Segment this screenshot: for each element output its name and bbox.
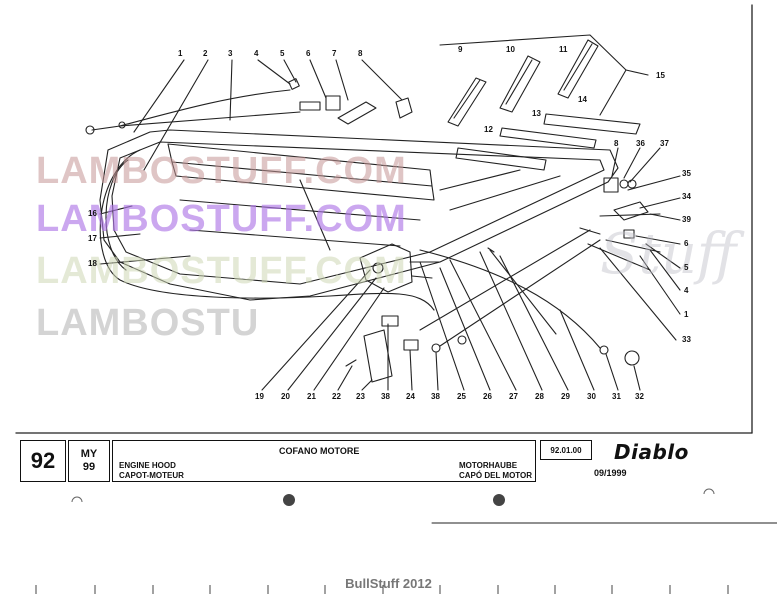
callout-label: 25 [457,392,466,401]
callout-label: 31 [612,392,621,401]
callout-label: 5 [684,263,689,272]
callout-label: 27 [509,392,518,401]
watermark-text: LAMBOSTUFF.COM [36,150,407,192]
callout-label: 1 [684,310,689,319]
callout-label: 29 [561,392,570,401]
title-italian: COFANO MOTORE [279,446,360,456]
callout-label: 11 [559,45,568,54]
callout-label: 17 [88,234,97,243]
page-number: 92 [30,448,56,473]
callout-label: 22 [332,392,341,401]
model-year-label: MY [80,448,98,461]
callout-label: 20 [281,392,290,401]
callout-label: 15 [656,71,665,80]
title-spanish: CAPÓ DEL MOTOR [459,471,533,480]
reference-code: 92.01.00 [550,445,582,455]
issue-date: 09/1999 [594,468,627,478]
callout-label: 6 [306,49,311,58]
callout-label: 37 [660,139,669,148]
callout-label: 33 [682,335,691,344]
callout-label: 18 [88,259,97,268]
callout-label: 16 [88,209,97,218]
watermark-text: LAMBOSTU [36,302,260,344]
callout-label: 13 [532,109,541,118]
title-box: COFANO MOTORE ENGINE HOOD CAPOT-MOTEUR M… [112,440,536,482]
callout-label: 35 [682,169,691,178]
callout-label: 32 [635,392,644,401]
callout-label: 30 [587,392,596,401]
callout-label: 28 [535,392,544,401]
watermark-script: Stuff [600,222,737,287]
watermark-text: LAMBOSTUFF.COM [36,198,407,240]
callout-label: 36 [636,139,645,148]
callout-label: 38 [431,392,440,401]
callout-label: 7 [332,49,337,58]
callout-label: 4 [684,286,689,295]
callout-label: 1 [178,49,183,58]
callout-label: 5 [280,49,285,58]
callout-label: 12 [484,125,493,134]
model-year-value: 99 [82,461,96,473]
callout-label: 3 [228,49,233,58]
callout-label: 8 [614,139,619,148]
callout-label: 24 [406,392,415,401]
model-year-box: MY 99 [68,440,110,482]
callout-label: 6 [684,239,689,248]
callout-label: 2 [203,49,208,58]
callout-label: 9 [458,45,463,54]
title-english: ENGINE HOOD [119,461,176,470]
reference-code-box: 92.01.00 [540,440,592,460]
callout-label: 10 [506,45,515,54]
callout-label: 4 [254,49,259,58]
page-number-box: 92 [20,440,66,482]
title-french: CAPOT-MOTEUR [119,471,184,480]
callout-label: 19 [255,392,264,401]
watermark-text: LAMBOSTUFF.COM [36,250,407,292]
title-german: MOTORHAUBE [459,461,518,470]
callout-label: 39 [682,215,691,224]
callout-label: 8 [358,49,363,58]
footer-credit: BullStuff 2012 [345,576,432,591]
callout-label: 23 [356,392,365,401]
callout-label: 26 [483,392,492,401]
brand-logo: Diablo [614,440,689,464]
callout-label: 14 [578,95,587,104]
callout-label: 38 [381,392,390,401]
callout-label: 34 [682,192,691,201]
callout-label: 21 [307,392,316,401]
